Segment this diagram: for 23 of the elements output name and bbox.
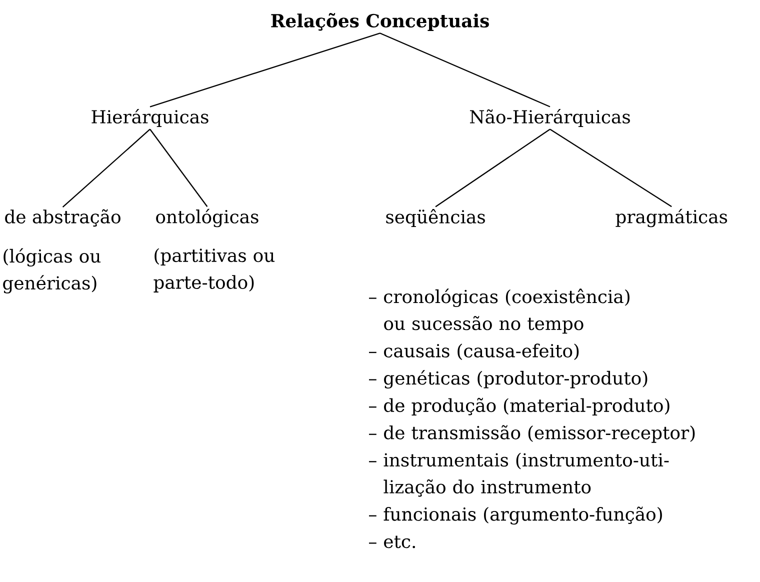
note-text: (partitivas ou parte-todo): [154, 248, 274, 292]
category-label: seqüências: [386, 208, 485, 228]
list-item: – genéticas (produtor-produto): [368, 370, 648, 388]
list-item: – causais (causa-efeito): [368, 344, 579, 360]
list-item: – etc.: [368, 536, 416, 548]
connector-line: [550, 128, 672, 208]
list-item: – de transmissão (emissor-receptor): [368, 425, 695, 443]
list-item: – funcionais (argumento-função): [368, 506, 662, 525]
category-label: de abstração: [5, 209, 120, 227]
connector-line: [150, 128, 208, 207]
list-item: – instrumentais (instrumento-uti- lização do instrumento: [368, 452, 669, 497]
connector-line: [435, 128, 550, 208]
connector-line: [62, 128, 150, 208]
note-text: (lógicas ou genéricas): [3, 248, 101, 294]
list-item: – cronológicas (coexistência) ou sucessão no tempo: [368, 288, 630, 334]
category-label: ontológicas: [156, 208, 258, 228]
title: Relações Conceptuais: [271, 13, 489, 31]
list-item: – de produção (material-produto): [368, 398, 670, 416]
category-label: Hierárquicas: [92, 108, 208, 128]
connector-line: [150, 32, 380, 108]
category-label: Não-Hierárquicas: [470, 108, 630, 128]
connector-line: [380, 32, 550, 108]
category-label: pragmáticas: [616, 208, 728, 228]
